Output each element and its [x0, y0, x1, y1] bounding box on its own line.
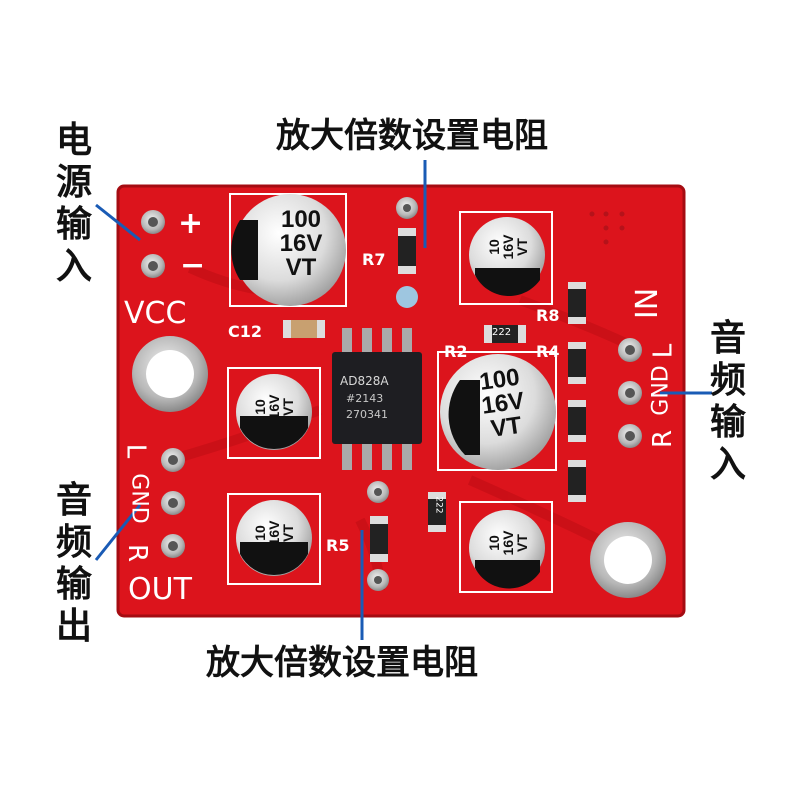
cap-small-2-line1: 10: [252, 399, 268, 415]
in-pin-gnd: GND: [648, 365, 674, 416]
ref-c12: C12: [228, 322, 263, 341]
minus-label: −: [180, 248, 206, 283]
cap-small-1-line2: 16V: [500, 234, 516, 260]
out-pin-gnd: GND: [126, 473, 152, 524]
out-pin-l: L: [120, 443, 151, 459]
cap-small-4-line1: 10: [486, 535, 502, 551]
chip-marking-1: AD828A: [340, 374, 389, 388]
gain-resistor-callout-top: 放大倍数设置电阻: [276, 116, 548, 156]
gain-resistor-callout-bottom: 放大倍数设置电阻: [206, 643, 478, 683]
out-pin-r: R: [122, 543, 153, 563]
cap-large-1-line3: VT: [285, 254, 317, 281]
cap-small-3: 10 16V VT: [252, 511, 296, 555]
cap-large-1-line1: 100: [280, 206, 322, 233]
chip-marking-2: #2143: [346, 392, 384, 405]
ref-r5: R5: [326, 536, 350, 555]
cap-large-2: 100 16V VT: [463, 363, 542, 444]
resistor-code-r2: 222: [492, 327, 512, 338]
cap-small-1-line3: VT: [514, 238, 530, 256]
out-label: OUT: [128, 572, 192, 607]
vcc-label: VCC: [124, 296, 187, 331]
cap-small-3-line1: 10: [252, 525, 268, 541]
in-pin-r: R: [648, 429, 679, 449]
resistor-code-r5: 222: [433, 496, 444, 514]
audio-output-callout: 音频输出: [55, 480, 92, 647]
in-pin-l: L: [648, 343, 679, 359]
cap-small-1: 10 16V VT: [486, 225, 530, 269]
ref-r7: R7: [362, 250, 386, 269]
cap-large-1-line2: 16V: [279, 230, 323, 257]
cap-small-2: 10 16V VT: [252, 385, 296, 429]
cap-small-1-line1: 10: [486, 239, 502, 255]
ref-r4: R4: [536, 342, 560, 361]
chip-marking-3: 270341: [346, 408, 388, 421]
cap-large-1: 100 16V VT: [266, 208, 336, 280]
cap-small-4-line3: VT: [514, 534, 530, 552]
cap-small-2-line3: VT: [280, 398, 296, 416]
cap-small-4-line2: 16V: [500, 530, 516, 556]
ref-r8: R8: [536, 306, 560, 325]
cap-small-3-line2: 16V: [266, 520, 282, 546]
audio-input-callout: 音频输入: [709, 318, 746, 485]
in-label: IN: [630, 287, 666, 320]
cap-small-2-line2: 16V: [266, 394, 282, 420]
cap-small-4: 10 16V VT: [486, 521, 530, 565]
cap-small-3-line3: VT: [280, 524, 296, 542]
ref-r2: R2: [444, 342, 468, 361]
power-input-callout: 电源输入: [55, 120, 92, 287]
plus-label: +: [178, 206, 204, 241]
